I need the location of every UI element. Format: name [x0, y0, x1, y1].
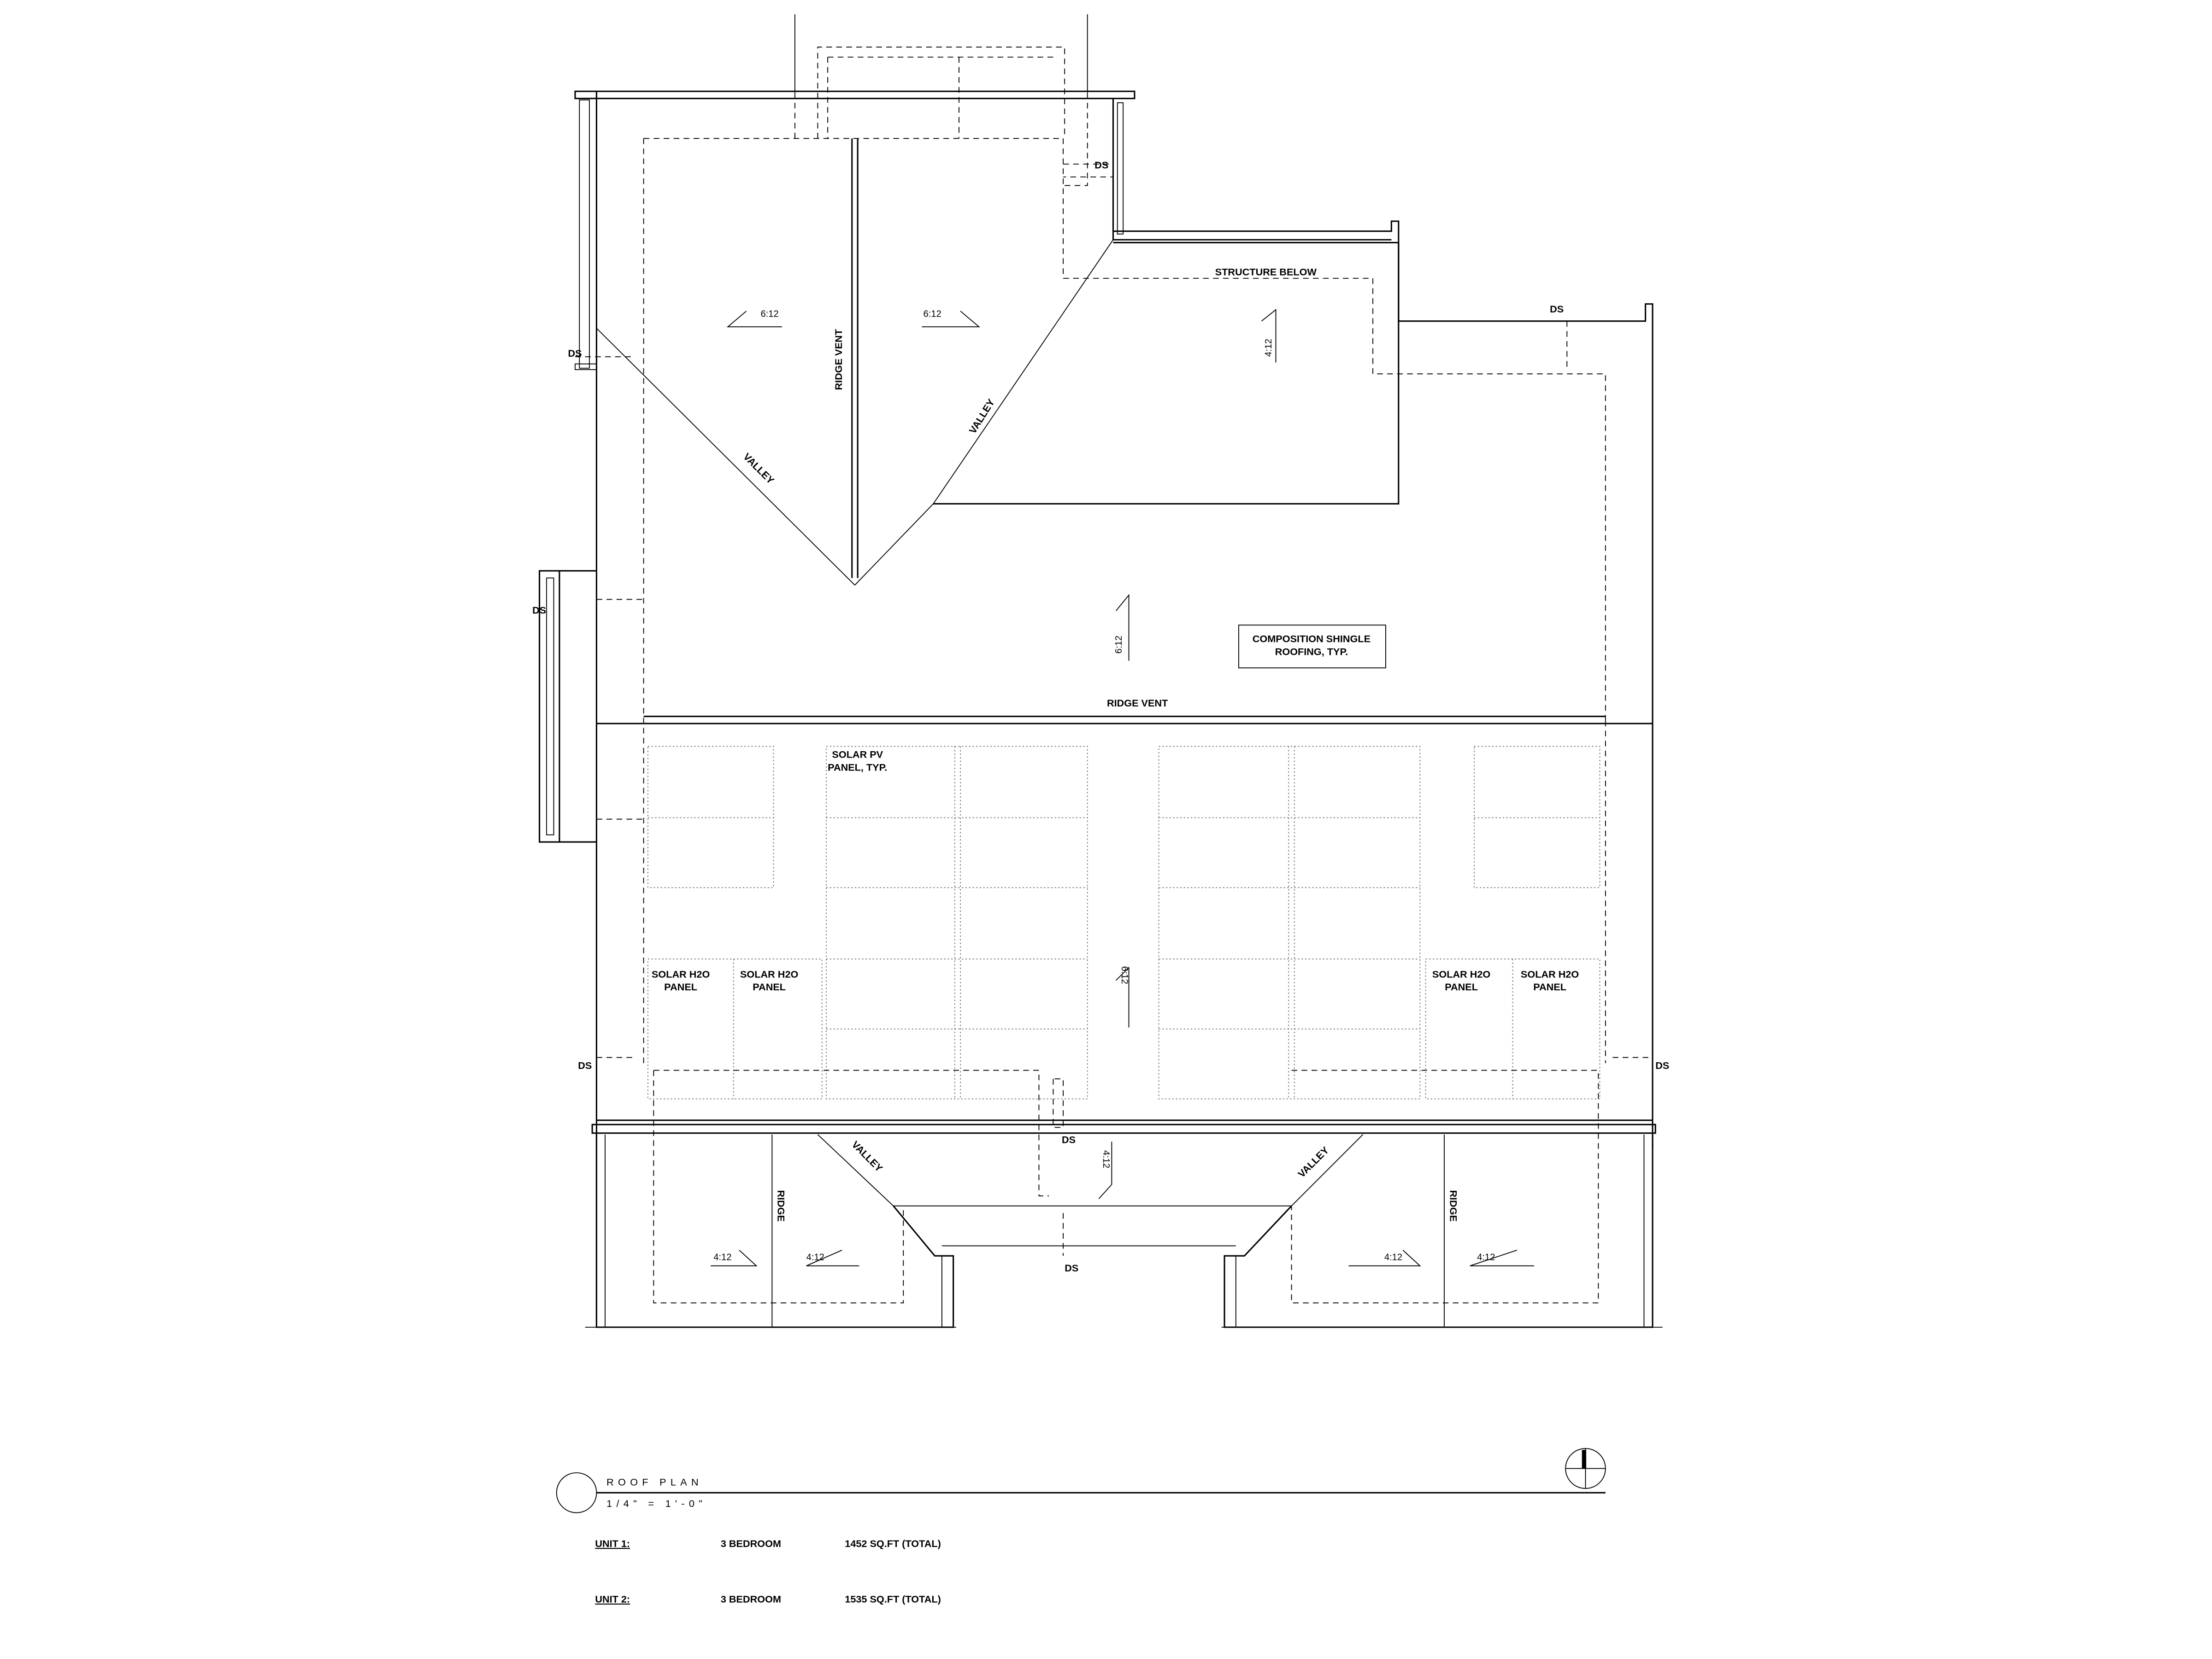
svg-text:VALLEY: VALLEY — [849, 1139, 885, 1174]
svg-text:DS: DS — [578, 1059, 592, 1071]
composition-shingle-note: COMPOSITION SHINGLE ROOFING, TYP. — [1238, 624, 1386, 669]
svg-text:1452 SQ.FT (TOTAL): 1452 SQ.FT (TOTAL) — [845, 1538, 941, 1549]
svg-text:RIDGE VENT: RIDGE VENT — [833, 329, 844, 390]
svg-text:6:12: 6:12 — [1114, 635, 1124, 653]
svg-text:SOLAR H2O: SOLAR H2O — [652, 968, 710, 980]
svg-text:DS: DS — [1062, 1134, 1076, 1146]
svg-text:4:12: 4:12 — [806, 1252, 824, 1262]
slope-indicators: 6:12 6:12 4:12 6:12 6:12 4:12 4:12 4:12 … — [711, 309, 1535, 1266]
downspout-labels: DS DS DS DS DS DS DS DS — [532, 159, 1669, 1274]
drawing-scale: 1/4" = 1'-0" — [606, 1498, 706, 1509]
ridge-vent-horizontal: RIDGE VENT — [596, 697, 1653, 724]
svg-text:6:12: 6:12 — [761, 309, 779, 319]
svg-text:PANEL: PANEL — [1445, 981, 1478, 993]
lower-roof: RIDGE RIDGE VALLEY VALLEY — [585, 1070, 1663, 1328]
svg-text:ROOFING, TYP.: ROOFING, TYP. — [1275, 646, 1348, 657]
svg-text:VALLEY: VALLEY — [741, 451, 777, 486]
top-projection — [794, 14, 1088, 186]
svg-text:VALLEY: VALLEY — [1295, 1144, 1331, 1180]
svg-text:4:12: 4:12 — [1477, 1252, 1495, 1262]
north-arrow-icon — [1565, 1448, 1606, 1489]
title-block: ROOF PLAN 1/4" = 1'-0" UNIT 1: 3 BEDROOM… — [556, 1448, 1606, 1605]
svg-text:4:12: 4:12 — [713, 1252, 731, 1262]
solar-h2o-panels: SOLAR H2O PANEL SOLAR H2O PANEL SOLAR H2… — [647, 959, 1600, 1100]
svg-text:4:12: 4:12 — [1384, 1252, 1402, 1262]
svg-text:DS: DS — [1655, 1059, 1669, 1071]
svg-text:RIDGE VENT: RIDGE VENT — [1107, 697, 1168, 709]
svg-text:SOLAR H2O: SOLAR H2O — [740, 968, 798, 980]
svg-text:SOLAR PV: SOLAR PV — [832, 748, 883, 760]
drawing-title: ROOF PLAN — [606, 1477, 703, 1488]
svg-text:DS: DS — [1065, 1262, 1078, 1274]
unit-1-row: UNIT 1: 3 BEDROOM 1452 SQ.FT (TOTAL) — [595, 1538, 941, 1549]
structure-below-label: STRUCTURE BELOW — [1215, 266, 1317, 278]
svg-text:6:12: 6:12 — [1119, 966, 1130, 984]
unit-2-row: UNIT 2: 3 BEDROOM 1535 SQ.FT (TOTAL) — [595, 1594, 941, 1605]
wall-below-dashed — [596, 138, 1653, 1064]
svg-text:PANEL: PANEL — [1533, 981, 1566, 993]
ridge-vent-vertical: RIDGE VENT — [833, 138, 859, 578]
svg-text:DS: DS — [1094, 159, 1108, 171]
svg-text:4:12: 4:12 — [1101, 1150, 1111, 1168]
svg-text:UNIT 2:: UNIT 2: — [595, 1594, 630, 1605]
valleys-upper: VALLEY VALLEY — [596, 239, 1114, 586]
solar-pv-panels: SOLAR PV PANEL, TYP. — [647, 746, 1600, 1100]
svg-text:SOLAR H2O: SOLAR H2O — [1521, 968, 1579, 980]
svg-text:6:12: 6:12 — [924, 309, 941, 319]
svg-text:1535 SQ.FT (TOTAL): 1535 SQ.FT (TOTAL) — [845, 1594, 941, 1605]
svg-text:DS: DS — [1550, 303, 1564, 315]
svg-text:COMPOSITION SHINGLE: COMPOSITION SHINGLE — [1253, 633, 1371, 645]
svg-text:3 BEDROOM: 3 BEDROOM — [721, 1538, 781, 1549]
svg-text:PANEL, TYP.: PANEL, TYP. — [828, 761, 887, 773]
svg-text:RIDGE: RIDGE — [1447, 1190, 1459, 1222]
svg-text:4:12: 4:12 — [1264, 339, 1274, 357]
svg-text:PANEL: PANEL — [664, 981, 697, 993]
svg-text:SOLAR H2O: SOLAR H2O — [1432, 968, 1490, 980]
svg-text:3 BEDROOM: 3 BEDROOM — [721, 1594, 781, 1605]
svg-text:PANEL: PANEL — [753, 981, 786, 993]
svg-text:RIDGE: RIDGE — [776, 1190, 787, 1222]
svg-text:UNIT 1:: UNIT 1: — [595, 1538, 630, 1549]
svg-text:DS: DS — [532, 605, 546, 616]
roof-outline — [539, 90, 1653, 1327]
svg-text:DS: DS — [568, 347, 582, 359]
